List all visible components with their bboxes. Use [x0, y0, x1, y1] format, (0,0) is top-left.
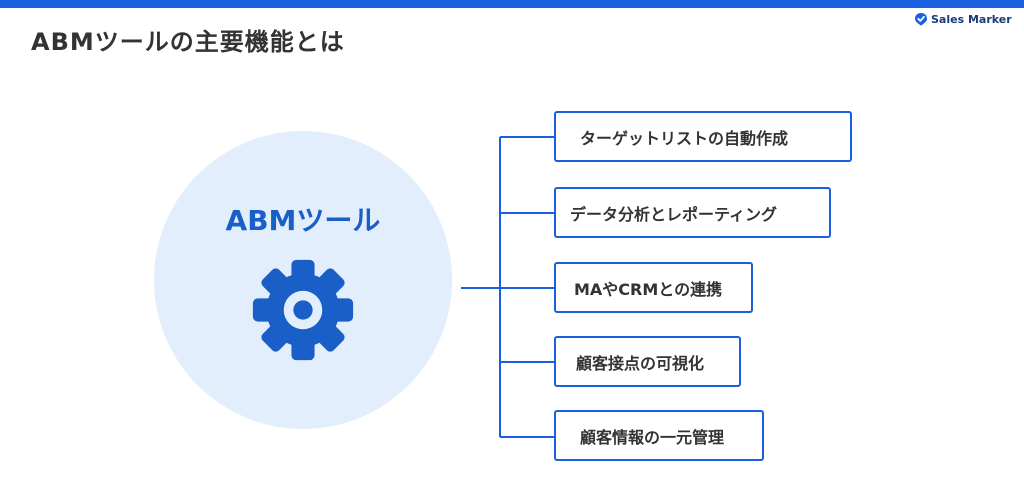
feature-label: 顧客接点の可視化: [576, 353, 705, 373]
page-title: ABMツールの主要機能とは: [31, 28, 345, 56]
brand-logo: Sales Marker: [914, 12, 1012, 26]
top-accent-bar: [0, 0, 1024, 8]
brand-name: Sales Marker: [931, 12, 1012, 26]
feature-label: MAやCRMとの連携: [574, 279, 723, 299]
feature-box-data-analysis: データ分析とレポーティング: [554, 187, 831, 238]
feature-box-target-list: ターゲットリストの自動作成: [554, 111, 852, 162]
center-node: ABMツール: [154, 131, 452, 429]
feature-box-customer-info: 顧客情報の一元管理: [554, 410, 764, 461]
feature-label: データ分析とレポーティング: [570, 204, 778, 224]
feature-box-ma-crm: MAやCRMとの連携: [554, 262, 753, 313]
gear-icon: [252, 259, 354, 361]
feature-label: ターゲットリストの自動作成: [580, 128, 789, 148]
sales-marker-logo-icon: [915, 13, 927, 26]
center-node-label: ABMツール: [225, 204, 381, 237]
feature-box-customer-touchpoints: 顧客接点の可視化: [554, 336, 741, 387]
feature-label: 顧客情報の一元管理: [580, 427, 725, 447]
